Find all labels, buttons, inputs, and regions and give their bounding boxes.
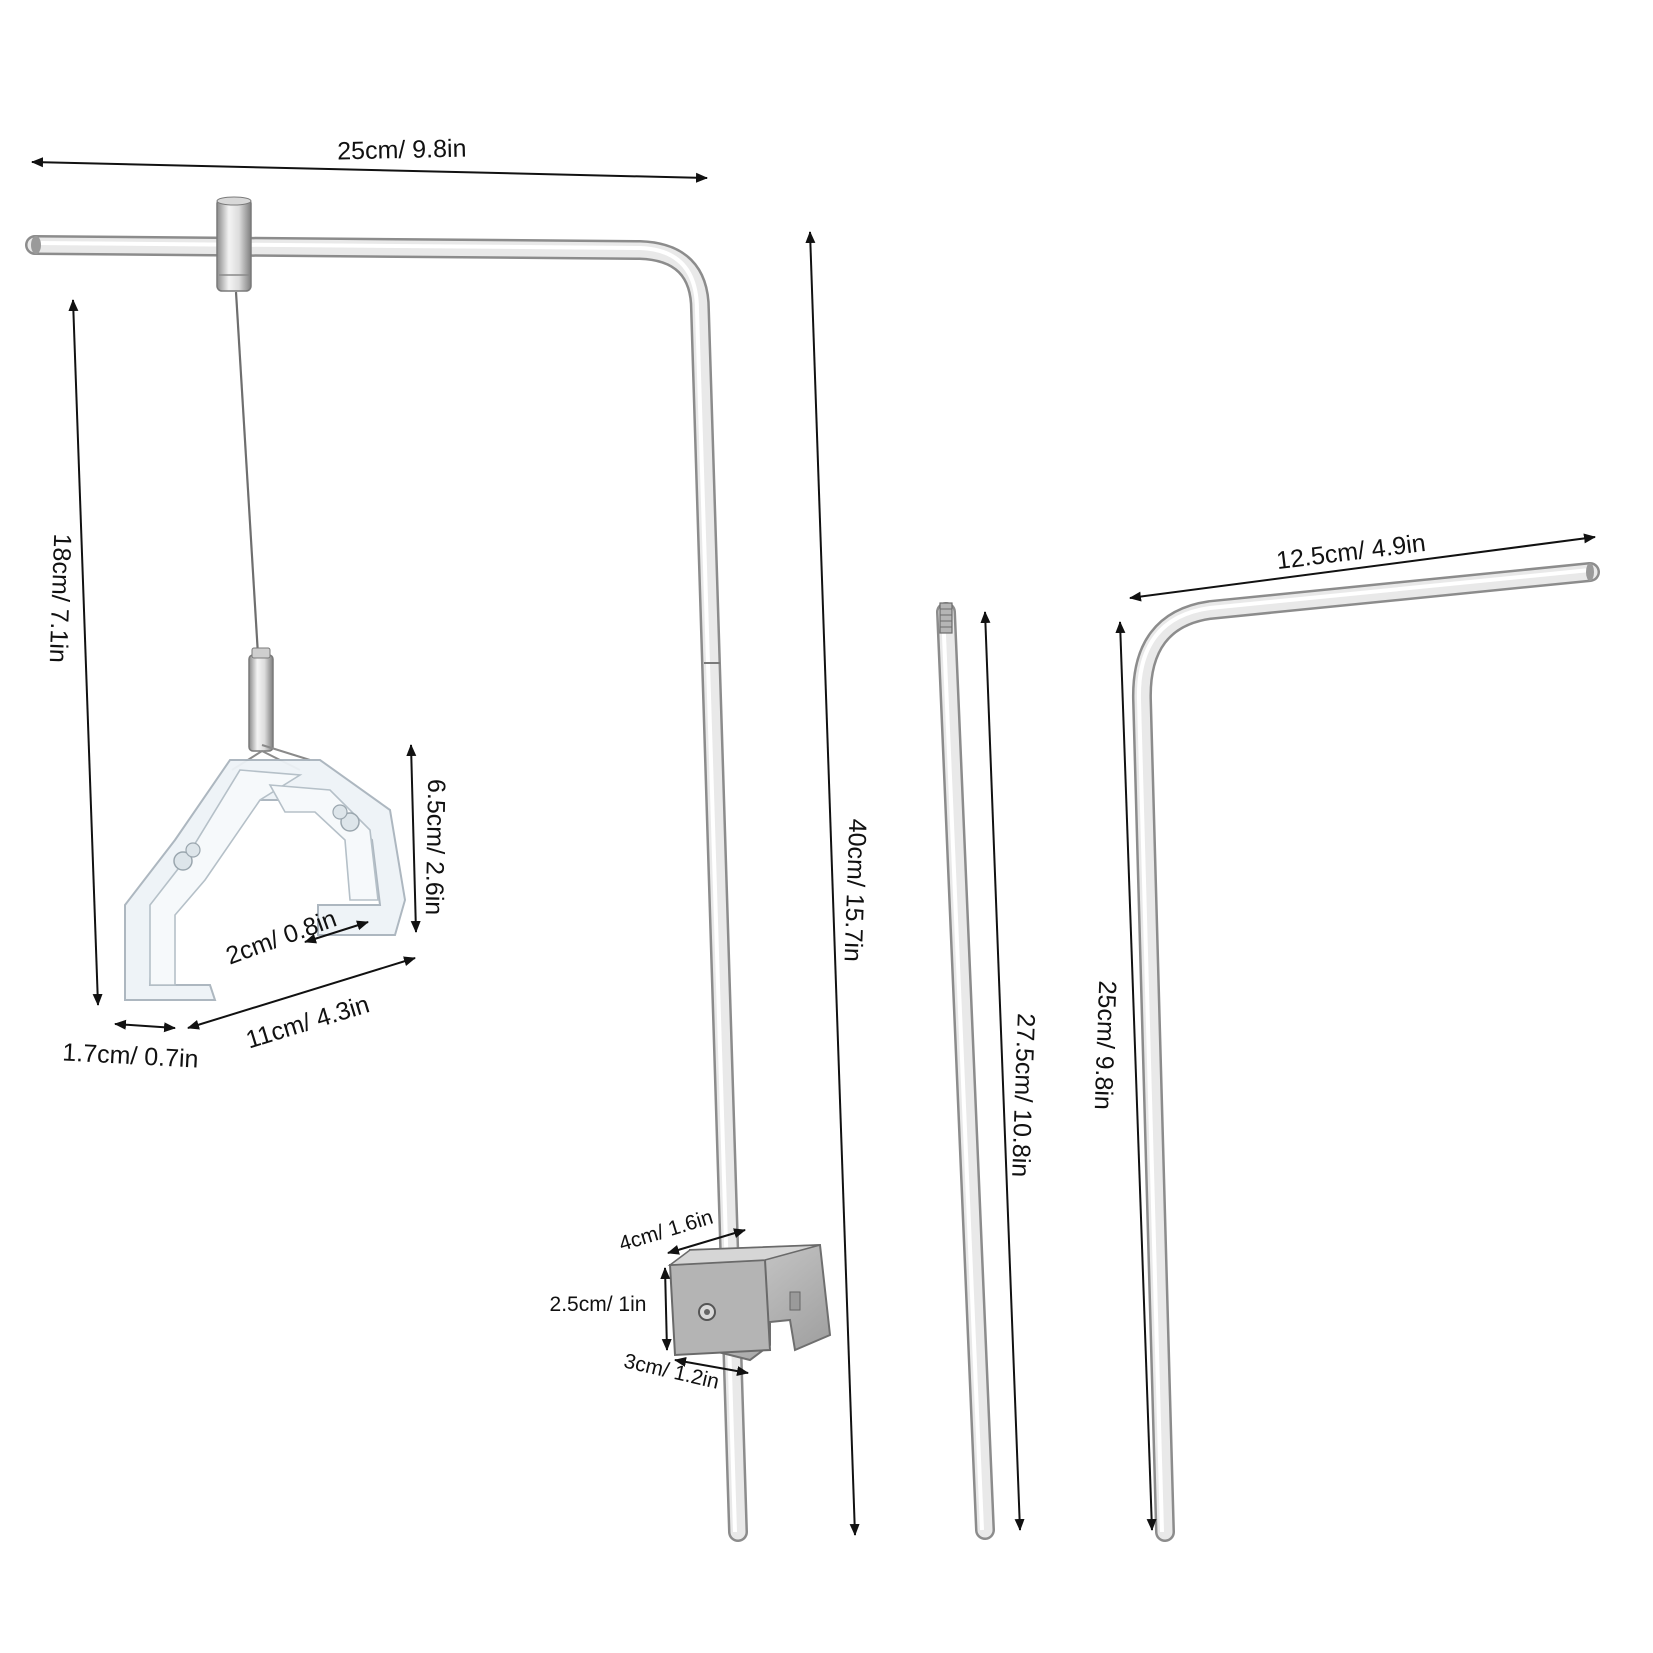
label-clamp-depth: 3cm/ 1.2in [622, 1350, 722, 1394]
dim-arrow-extension-rod [980, 611, 1025, 1531]
tube-end [31, 236, 41, 254]
label-main-pole-height: 40cm/ 15.7in [839, 818, 872, 962]
acrylic-light-clip [124, 759, 407, 1001]
dim-arrow-bent-arm [1129, 533, 1596, 602]
dim-arrow-top-arm [31, 157, 708, 183]
cable-gripper [248, 654, 274, 752]
cable-holder [216, 198, 252, 292]
clip-screw-left [173, 851, 193, 871]
dim-arrow-main-pole [805, 231, 860, 1536]
label-clamp-height: 2.5cm/ 1in [550, 1293, 647, 1316]
label-clip-length: 11cm/ 4.3in [243, 990, 373, 1054]
cable-holder-cap [216, 196, 252, 206]
tank-clamp [667, 1243, 832, 1362]
dim-arrow-clamp-width [667, 1228, 746, 1255]
dim-arrow-clip-foot [114, 1019, 176, 1033]
label-clip-height: 6.5cm/ 2.6in [420, 779, 450, 916]
label-hanger-drop: 18cm/ 7.1in [44, 533, 76, 663]
dim-arrow-clip-height [406, 744, 421, 933]
label-clip-inner-gap: 2cm/ 0.8in [222, 905, 340, 971]
steel-cable [234, 291, 260, 656]
dim-arrow-bent-height [1115, 621, 1157, 1531]
dim-arrow-clamp-height [660, 1267, 672, 1351]
bent-rod [1131, 562, 1600, 1542]
extension-rod [936, 602, 995, 1540]
label-clamp-width: 4cm/ 1.6in [616, 1206, 715, 1256]
label-extension-rod: 27.5cm/ 10.8in [1006, 1013, 1040, 1178]
label-top-arm-width: 25cm/ 9.8in [337, 135, 467, 166]
main-stand [25, 196, 748, 1542]
clip-screw-right [340, 812, 360, 832]
dim-arrow-clip-length [187, 956, 416, 1030]
dim-arrow-hanger-drop [68, 299, 103, 1006]
label-bent-rod-height: 25cm/ 9.8in [1089, 980, 1121, 1110]
label-clip-foot: 1.7cm/ 0.7in [62, 1038, 199, 1073]
dimension-lines [31, 157, 1596, 1536]
threaded-tip [939, 602, 953, 634]
dim-arrow-clip-gap [304, 920, 369, 944]
dim-arrow-clamp-depth [674, 1357, 749, 1376]
main-pole-highlight [34, 241, 737, 1533]
cable-gripper-top [251, 647, 271, 659]
bent-rod-end [1586, 563, 1594, 581]
